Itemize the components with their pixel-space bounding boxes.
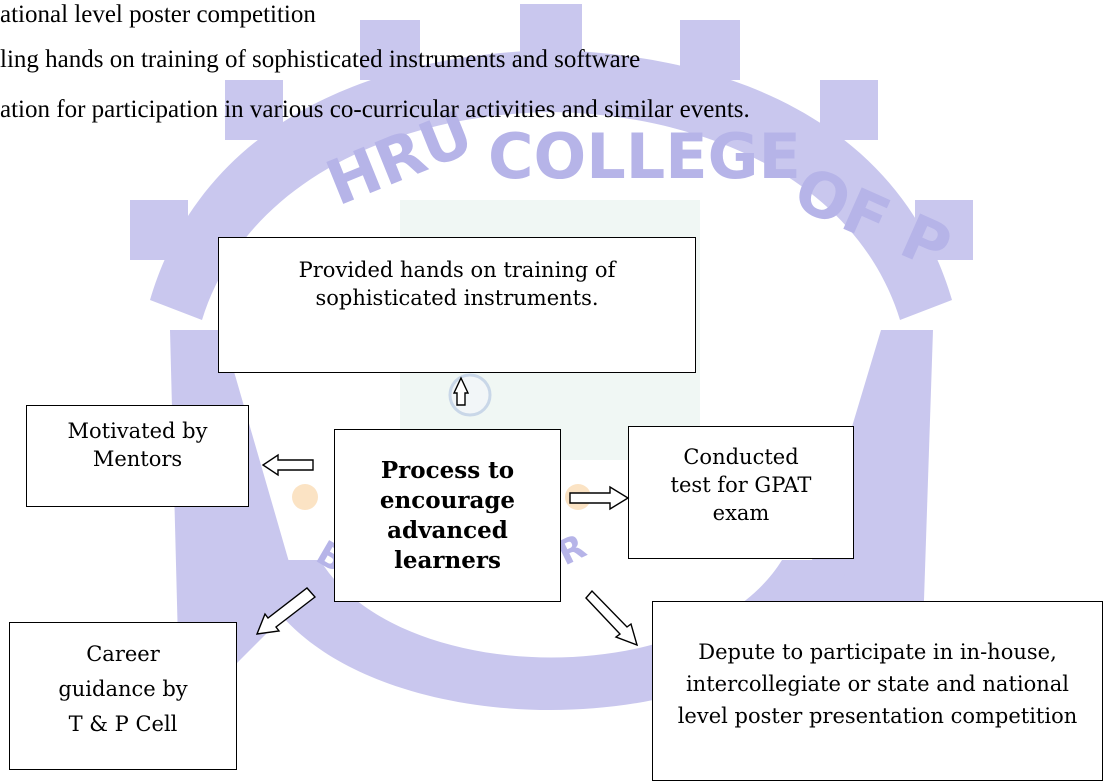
left-box-text: Motivated by Mentors bbox=[67, 419, 208, 471]
watermark-text-college: COLLEGE bbox=[488, 120, 801, 193]
intro-line-1: ational level poster competition bbox=[0, 1, 316, 28]
bottom-left-box: Career guidance by T & P Cell bbox=[9, 622, 237, 770]
top-box-text: Provided hands on training of sophistica… bbox=[298, 258, 616, 310]
bottom-left-box-text: Career guidance by T & P Cell bbox=[58, 642, 188, 736]
bottom-right-box-text: Depute to participate in in-house, inter… bbox=[677, 640, 1078, 728]
intro-line-3: ation for participation in various co-cu… bbox=[0, 96, 750, 123]
center-box-text: Process to encourage advanced learners bbox=[379, 456, 516, 574]
top-box: Provided hands on training of sophistica… bbox=[218, 237, 696, 373]
left-box: Motivated by Mentors bbox=[26, 405, 249, 507]
center-box: Process to encourage advanced learners bbox=[334, 429, 561, 602]
intro-line-2: ling hands on training of sophisticated … bbox=[0, 46, 641, 73]
right-box: Conducted test for GPAT exam bbox=[628, 426, 854, 559]
bottom-right-box: Depute to participate in in-house, inter… bbox=[652, 601, 1103, 781]
right-box-text: Conducted test for GPAT exam bbox=[670, 445, 812, 525]
